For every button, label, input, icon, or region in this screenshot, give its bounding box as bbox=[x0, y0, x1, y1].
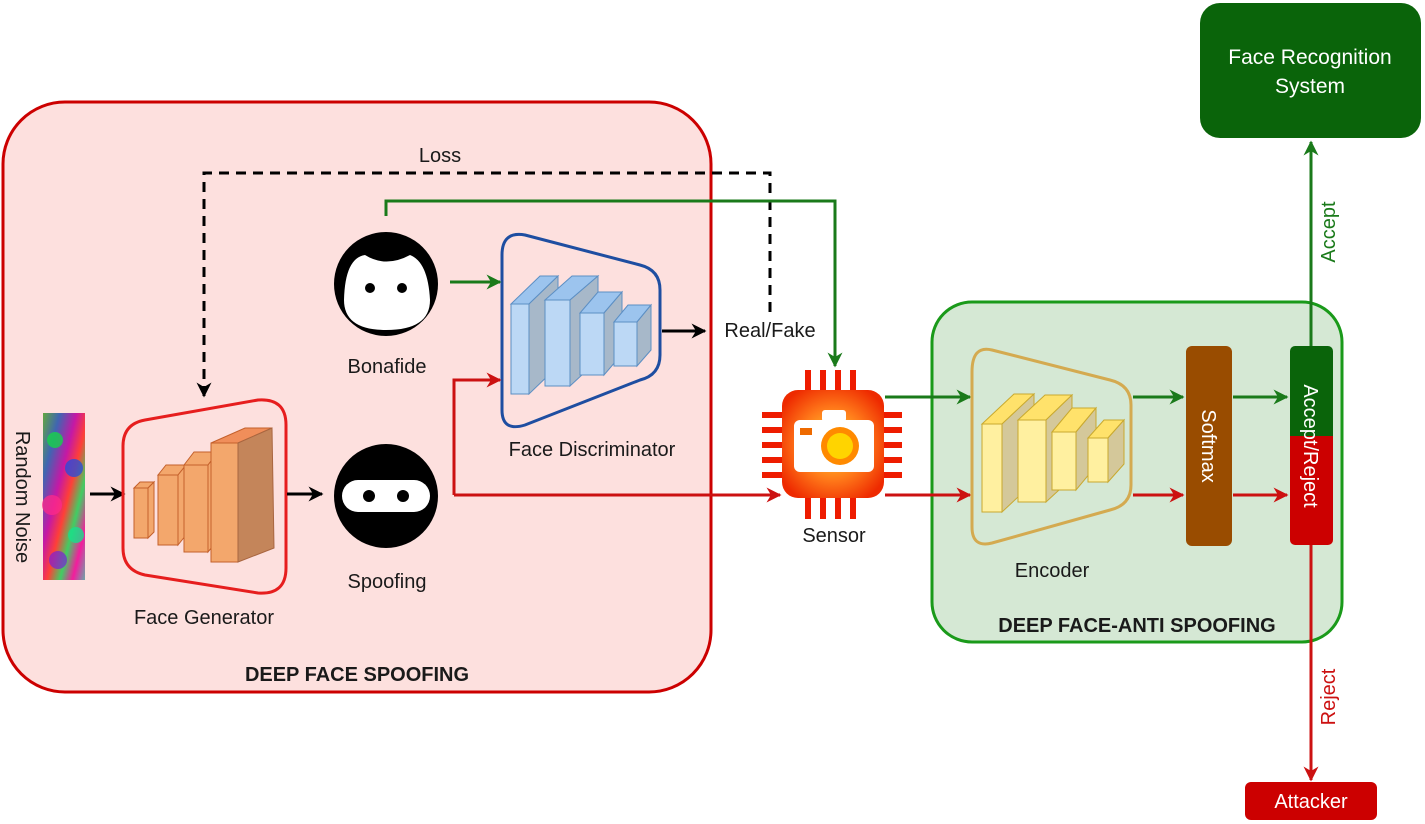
face-discriminator-label: Face Discriminator bbox=[509, 439, 676, 461]
face-discriminator-block bbox=[500, 232, 662, 429]
face-recognition-system-box bbox=[1200, 3, 1421, 138]
accept-reject-seam bbox=[1290, 436, 1333, 450]
spoofing-label: Spoofing bbox=[348, 571, 427, 593]
bonafide-label: Bonafide bbox=[348, 356, 427, 378]
deep-face-spoofing-title: DEEP FACE SPOOFING bbox=[245, 664, 469, 686]
sensor-label: Sensor bbox=[802, 525, 866, 547]
attacker-label: Attacker bbox=[1274, 791, 1348, 813]
accept-reject-label: Accept/Reject bbox=[1299, 384, 1321, 508]
face-recognition-label-line2: System bbox=[1275, 75, 1345, 98]
spoofing-face-icon bbox=[334, 444, 438, 548]
face-recognition-label-line1: Face Recognition bbox=[1228, 46, 1391, 69]
deep-face-anti-spoofing-title: DEEP FACE-ANTI SPOOFING bbox=[998, 615, 1275, 637]
random-noise-label: Random Noise bbox=[11, 431, 33, 563]
face-generator-label: Face Generator bbox=[134, 607, 274, 629]
bonafide-to-sensor-arrow bbox=[384, 199, 843, 368]
loss-arrow bbox=[196, 171, 772, 398]
bonafide-face-icon bbox=[334, 232, 438, 336]
softmax-block bbox=[1186, 346, 1232, 546]
loss-label: Loss bbox=[419, 145, 461, 167]
accept-reject-bottom bbox=[1290, 440, 1333, 545]
sensor-chip-icon bbox=[762, 370, 902, 519]
spoofing-to-discriminator-arrow bbox=[452, 372, 502, 495]
random-noise-image bbox=[42, 413, 85, 580]
accept-reject-top bbox=[1290, 346, 1333, 446]
face-generator-block bbox=[121, 398, 288, 595]
deep-face-anti-spoofing-group bbox=[930, 300, 1344, 644]
encoder-block bbox=[970, 347, 1133, 546]
encoder-label: Encoder bbox=[1015, 560, 1090, 582]
reject-label: Reject bbox=[1318, 668, 1340, 725]
softmax-label: Softmax bbox=[1197, 409, 1219, 482]
real-fake-label: Real/Fake bbox=[724, 320, 815, 342]
attacker-box bbox=[1245, 782, 1377, 820]
deep-face-spoofing-group bbox=[1, 100, 713, 694]
accept-label: Accept bbox=[1318, 201, 1340, 263]
